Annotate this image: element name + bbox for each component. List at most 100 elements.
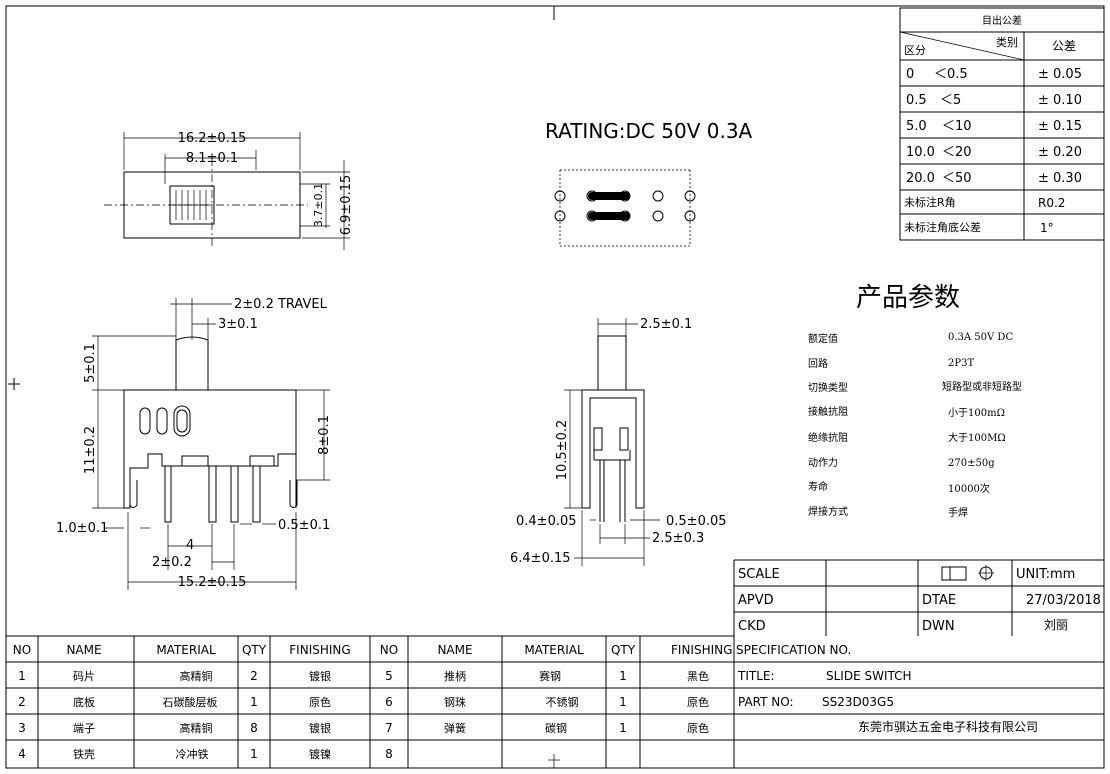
tol-row-value: ± 0.20 — [1038, 145, 1082, 160]
product-parameters: 产品参数 额定值 0.3A 50V DC 回路 2P3T 切换类型 短路型或非短… — [808, 283, 1022, 519]
bom-header: NO — [380, 643, 398, 657]
bom-cell: 6 — [385, 695, 393, 709]
bom-cell: 1 — [619, 695, 627, 709]
tol-row-value: ± 0.15 — [1038, 119, 1082, 134]
tol-row-b: ＜10 — [942, 119, 972, 134]
bom-cell: 3 — [18, 721, 26, 735]
ckd-label: CKD — [738, 619, 766, 634]
bom-cell: 碳钢 — [545, 721, 567, 735]
bom-cell: 高精铜 — [180, 721, 213, 735]
dim-right-height: 8±0.1 — [317, 415, 332, 455]
tolerance-table: 目出公差 类别 区分 公差 0 ＜0.5 ± 0.05 0.5 ＜5 ± 0.1… — [899, 7, 1105, 241]
bom-cell: 镀镍 — [309, 747, 331, 761]
side-view-drawing: 2.5±0.1 10.5±0.2 0.4±0.05 0.5±0.05 2.5±0… — [510, 317, 727, 566]
bom-cell: 冷冲铁 — [176, 747, 209, 761]
bom-cell: 镀银 — [309, 721, 331, 735]
dwn-label: DWN — [922, 619, 955, 634]
dim-knob-width: 3±0.1 — [218, 317, 258, 332]
unit-label: UNIT:mm — [1016, 567, 1075, 582]
bom-cell: 铁壳 — [73, 747, 95, 761]
dim-bottom-length: 15.2±0.15 — [178, 575, 247, 590]
dim-side-2-5: 2.5±0.3 — [652, 531, 704, 546]
param-label: 切换类型 — [808, 381, 848, 394]
param-label: 寿命 — [808, 480, 828, 493]
bom-cell: 1 — [619, 721, 627, 735]
tol-row-a: 0.5 — [906, 93, 927, 108]
dim-pitch-2: 2±0.2 — [152, 555, 192, 570]
tol-row-b: ＜5 — [940, 93, 961, 108]
bom-cell: 2 — [250, 669, 258, 683]
date-value: 27/03/2018 — [1026, 593, 1101, 608]
dim-side-pin-left: 0.4±0.05 — [516, 514, 577, 529]
bom-cell: 底板 — [73, 695, 95, 709]
table-row: 2 底板 石碳酸层板 1 原色 6 钢珠 不锈钢 1 原色 — [18, 695, 709, 709]
bom-cell: 原色 — [687, 721, 709, 735]
bom-cell: 5 — [385, 669, 393, 683]
dim-top-h2: 6.9±0.15 — [339, 175, 354, 236]
bom-header: NO — [13, 643, 31, 657]
param-label: 绝缘抗阻 — [808, 431, 848, 444]
apvd-label: APVD — [738, 593, 774, 608]
spec-label: SPECIFICATION NO. — [736, 643, 851, 657]
tol-row-a: 0 — [906, 67, 914, 82]
bom-cell: 7 — [385, 721, 393, 735]
bom-cell: 原色 — [309, 695, 331, 709]
bom-cell: 1 — [250, 695, 258, 709]
table-row: 1 码片 高精铜 2 镀银 5 推柄 赛钢 1 黑色 — [18, 669, 709, 683]
bom-cell: 石碳酸层板 — [163, 695, 218, 709]
front-view-drawing: 2±0.2 TRAVEL 3±0.1 5±0.1 11±0.2 8±0.1 1.… — [56, 297, 332, 590]
bom-cell: 2 — [18, 695, 26, 709]
param-value: 270±50g — [948, 458, 995, 469]
rating-text: RATING:DC 50V 0.3A — [545, 119, 753, 143]
param-value: 大于100MΩ — [948, 431, 1006, 444]
part-value: SS23D03G5 — [822, 695, 894, 709]
bom-cell: 端子 — [73, 722, 95, 735]
param-value: 2P3T — [948, 358, 974, 369]
param-value: 0.3A 50V DC — [948, 332, 1013, 343]
dim-top-length: 16.2±0.15 — [178, 131, 247, 146]
bom-header: NAME — [437, 643, 472, 657]
top-view-drawing: 16.2±0.15 8.1±0.1 3.7±0.1 6.9±0.15 — [104, 131, 354, 250]
param-label: 焊接方式 — [808, 505, 848, 518]
tol-row-value: ± 0.30 — [1038, 171, 1082, 186]
dim-knob-height: 5±0.1 — [83, 343, 98, 383]
bom-cell: 赛钢 — [539, 669, 561, 683]
title-value: SLIDE SWITCH — [826, 669, 912, 683]
param-label: 接触抗阻 — [808, 405, 848, 418]
dim-side-pin-right: 0.5±0.05 — [666, 514, 727, 529]
tol-row-a: 20.0 — [906, 171, 935, 186]
tol-row-b: ＜50 — [942, 171, 972, 186]
bom-cell: 不锈钢 — [546, 696, 579, 709]
table-row: 4 铁壳 冷冲铁 1 镀镍 8 — [18, 747, 393, 761]
company-name: 东莞市骐达五金电子科技有限公司 — [858, 719, 1038, 734]
param-value: 10000次 — [948, 482, 990, 495]
bom-cell: 码片 — [73, 670, 95, 683]
bom-header: MATERIAL — [156, 643, 216, 657]
dim-pitch-4: 4 — [186, 538, 194, 553]
bom-cell: 1 — [18, 669, 26, 683]
param-value: 小于100mΩ — [948, 407, 1005, 419]
bom-header: MATERIAL — [524, 643, 584, 657]
scale-label: SCALE — [738, 567, 780, 582]
dim-body-height: 11±0.2 — [83, 426, 98, 474]
dim-travel: 2±0.2 TRAVEL — [234, 297, 328, 312]
param-label: 额定值 — [808, 332, 838, 345]
bom-header: FINISHING — [289, 643, 350, 657]
dim-side-height: 10.5±0.2 — [555, 420, 570, 481]
bom-cell: 镀银 — [309, 669, 331, 683]
product-params-title: 产品参数 — [856, 283, 960, 313]
part-label: PART NO: — [738, 695, 794, 709]
bom-cell: 高精铜 — [180, 669, 213, 683]
tolerance-col-tol: 公差 — [1052, 39, 1076, 53]
tol-row-a: 5.0 — [906, 119, 927, 134]
bom-table: NO NAME MATERIAL QTY FINISHING NO NAME M… — [6, 635, 734, 768]
param-value: 短路型或非短路型 — [942, 380, 1022, 393]
tolerance-title: 目出公差 — [982, 14, 1022, 27]
circuit-schematic — [554, 169, 696, 247]
dim-side-total: 6.4±0.15 — [510, 551, 571, 566]
drawer-name: 刘丽 — [1044, 618, 1068, 632]
tol-row-value: ± 0.05 — [1038, 67, 1082, 82]
dim-side-knob: 2.5±0.1 — [640, 317, 692, 332]
tol-row-a: 10.0 — [906, 145, 935, 160]
dim-pin-right: 0.5±0.1 — [278, 518, 330, 533]
